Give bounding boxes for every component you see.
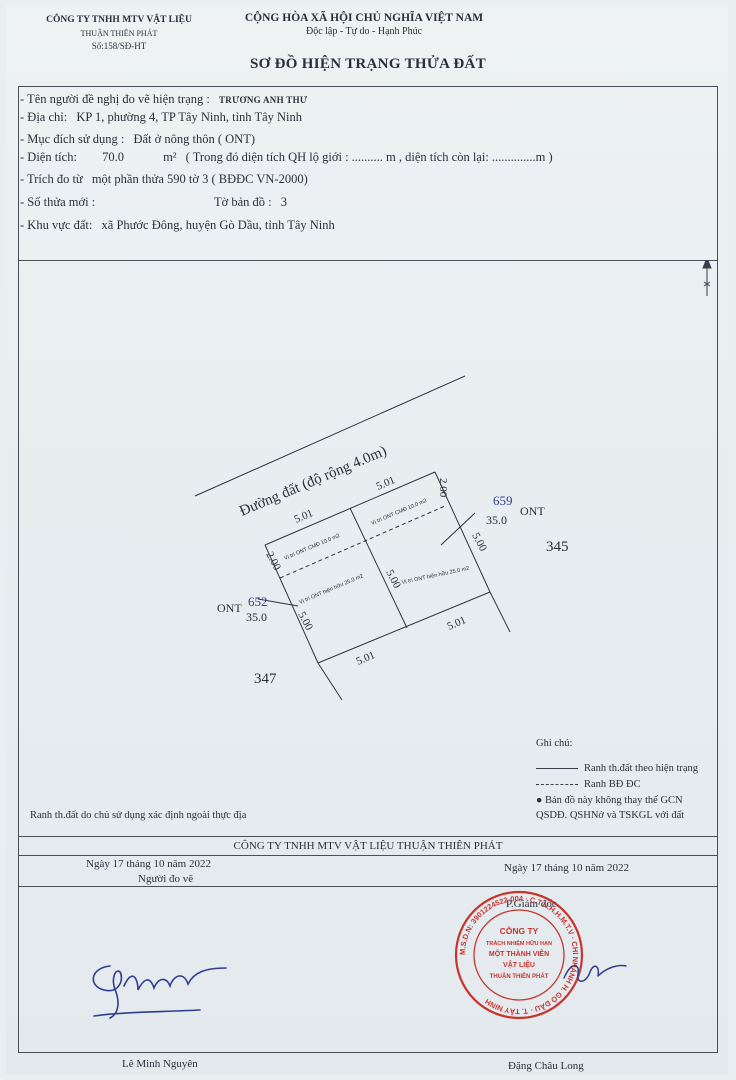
signature-right xyxy=(563,964,627,982)
dim-left-side: 5.00 xyxy=(295,610,315,633)
area-unit: m² xyxy=(163,150,177,164)
issuer-company-line1: CÔNG TY TNHH MTV VẬT LIỆU xyxy=(46,15,192,25)
footer-divider-mid xyxy=(18,855,718,856)
dim-top-right: 2.00 xyxy=(437,478,449,498)
neighbor-right-area: 35.0 xyxy=(486,513,507,527)
requester-value: TRƯƠNG ANH THƯ xyxy=(218,95,308,105)
area-note: ( Trong đó diện tích QH lộ giới : ......… xyxy=(185,150,553,164)
footer-company: CÔNG TY TNHH MTV VẬT LIỆU THUẬN THIÊN PH… xyxy=(233,840,503,852)
signature-left xyxy=(92,965,227,1019)
dim-road-left: 5.01 xyxy=(292,507,314,526)
address-value: KP 1, phường 4, TP Tây Ninh, tỉnh Tây Ni… xyxy=(76,110,303,124)
role-left: Người đo vẽ xyxy=(138,873,194,885)
extract-value: một phần thửa 590 tờ 3 ( BĐĐC VN-2000) xyxy=(91,172,308,186)
role-right: P.Giám đốc xyxy=(506,898,557,910)
date-right: Ngày 17 tháng 10 năm 2022 xyxy=(504,862,629,874)
neighbor-right-id: 659 xyxy=(493,493,513,508)
address-label: - Địa chỉ: xyxy=(20,110,68,124)
neighbor-left-area: 35.0 xyxy=(246,610,267,624)
strip-text-right: Vị trí ONT CMĐ 10.0 m2 xyxy=(370,498,427,527)
map-sheet-value: 3 xyxy=(280,195,288,209)
road-label: Đường đất (độ rộng 4.0m) xyxy=(237,443,389,520)
requester-label: - Tên người đề nghị đo vẽ hiện trạng : xyxy=(20,92,210,106)
nation-name: CỘNG HÒA XÃ HỘI CHỦ NGHĨA VIỆT NAM xyxy=(244,12,484,24)
address-row: - Địa chỉ: KP 1, phường 4, TP Tây Ninh, … xyxy=(20,110,302,125)
footer-divider-top xyxy=(18,836,718,837)
solid-line-swatch xyxy=(536,768,578,770)
leader-line-left xyxy=(257,598,299,607)
requester-row: - Tên người đề nghị đo vẽ hiện trạng : T… xyxy=(20,92,307,107)
boundary-note: Ranh th.đất do chủ sử dụng xác định ngoà… xyxy=(30,810,247,821)
dim-bottom-left: 5.01 xyxy=(354,649,376,668)
lot-text-right: Vị trí ONT hiện hữu 25.0 m2 xyxy=(401,566,470,586)
neighbor-left-type: ONT xyxy=(217,601,242,615)
legend-item-map-label: Ranh BĐ ĐC xyxy=(584,779,641,790)
issuer-company-line2: THUẬN THIÊN PHÁT xyxy=(80,29,158,38)
strip-divider-line xyxy=(279,505,446,579)
info-divider xyxy=(18,260,718,261)
seal-line4: VẬT LIỆU xyxy=(503,960,535,969)
document-title: SƠ ĐỒ HIỆN TRẠNG THỬA ĐẤT xyxy=(249,56,486,72)
seal-line1: CÔNG TY xyxy=(500,925,539,936)
main-frame xyxy=(18,86,718,1053)
extract-row: - Trích đo từ một phần thửa 590 tờ 3 ( B… xyxy=(20,172,308,187)
company-seal: M.S.D.N: 3901224522-004 · C.T.N.H.H.M.T.… xyxy=(454,890,584,1020)
neighbor-right-type: ONT xyxy=(520,504,545,518)
road-edge-line xyxy=(194,375,466,497)
legend-item-current-label: Ranh th.đất theo hiện trạng xyxy=(584,763,699,774)
area-row: - Diện tích: 70.0 m² ( Trong đó diện tíc… xyxy=(20,150,553,165)
seal-line2: TRÁCH NHIỆM HỮU HẠN xyxy=(486,939,552,947)
north-arrow-icon xyxy=(702,260,712,296)
legend-note: ● Bản đồ này không thay thế GCN xyxy=(536,795,683,806)
leader-line-right xyxy=(440,512,476,546)
parcel-diagram: Đường đất (độ rộng 4.0m) 5.01 5.01 2.00 … xyxy=(194,260,712,701)
extract-label: - Trích đo từ xyxy=(20,172,83,186)
legend-item-map-boundary: Ranh BĐ ĐC xyxy=(536,779,641,790)
dim-bottom-right: 5.01 xyxy=(445,614,467,633)
issuer-block: CÔNG TY TNHH MTV VẬT LIỆU THUẬN THIÊN PH… xyxy=(44,14,194,53)
legend-title: Ghi chú: xyxy=(536,738,573,749)
seal-line5: THUẬN THIÊN PHÁT xyxy=(490,972,549,980)
dim-right-side: 5.00 xyxy=(469,531,489,554)
date-left: Ngày 17 tháng 10 năm 2022 xyxy=(86,858,211,870)
legend-note-line1: Bản đồ này không thay thế GCN xyxy=(544,795,683,806)
parcel-mid-divider xyxy=(349,507,408,629)
neighbor-left-id: 652 xyxy=(248,594,268,609)
parcel-left-boundary xyxy=(264,544,319,664)
footer-divider-low xyxy=(18,886,718,887)
neighbor-left-parcel: 347 xyxy=(254,671,277,687)
purpose-row: - Mục đích sử dụng : Đất ở nông thôn ( O… xyxy=(20,132,255,147)
parcel-right-boundary xyxy=(434,471,491,593)
new-parcel-label: - Số thửa mới : xyxy=(20,195,96,209)
seal-line3: MỘT THÀNH VIÊN xyxy=(489,949,549,958)
map-sheet-label: Tờ bản đồ : xyxy=(214,195,272,209)
strip-text-left: Vị trí ONT CMĐ 10.0 m2 xyxy=(283,533,340,562)
lot-text-left: Vị trí ONT hiện hữu 25.0 m2 xyxy=(298,573,364,605)
neighbor-boundary-left xyxy=(317,662,343,701)
region-label: - Khu vực đất: xyxy=(20,218,93,232)
region-value: xã Phước Đông, huyện Gò Dầu, tỉnh Tây Ni… xyxy=(101,218,335,232)
map-sheet: Tờ bản đồ : 3 xyxy=(214,195,287,210)
purpose-value: Đất ở nông thôn ( ONT) xyxy=(133,132,255,146)
region-row: - Khu vực đất: xã Phước Đông, huyện Gò D… xyxy=(20,218,335,233)
legend-note-line2: QSDĐ. QSHNở và TSKGL với đất xyxy=(536,810,685,821)
neighbor-right-parcel: 345 xyxy=(546,539,569,555)
dim-top-left: 2.00 xyxy=(263,550,283,573)
document-number: Số:158/SĐ-HT xyxy=(91,41,147,51)
bullet-icon: ● xyxy=(536,795,543,806)
area-value: 70.0 xyxy=(102,150,124,164)
neighbor-boundary-right xyxy=(489,591,511,633)
parcel-bottom-boundary xyxy=(317,591,491,664)
signer-right-name: Đặng Châu Long xyxy=(508,1060,584,1072)
area-label: - Diện tích: xyxy=(20,150,77,164)
national-header: CỘNG HÒA XÃ HỘI CHỦ NGHĨA VIỆT NAM Độc l… xyxy=(214,12,514,37)
purpose-label: - Mục đích sử dụng : xyxy=(20,132,125,146)
dashed-line-swatch xyxy=(536,784,578,786)
signer-left-name: Lê Minh Nguyên xyxy=(122,1058,198,1070)
legend-item-current-boundary: Ranh th.đất theo hiện trạng xyxy=(536,763,698,774)
national-motto: Độc lập - Tự do - Hạnh Phúc xyxy=(305,26,423,37)
parcel-row: - Số thửa mới : Tờ bản đồ : 3 xyxy=(20,195,287,210)
